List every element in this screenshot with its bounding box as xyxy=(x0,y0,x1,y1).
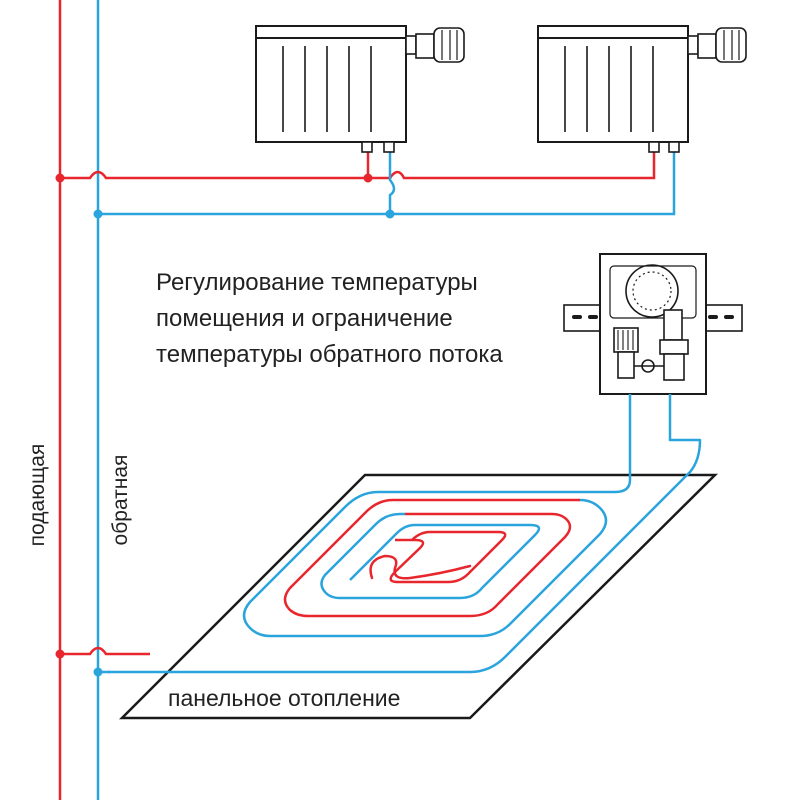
radiator-icon xyxy=(537,25,689,143)
floor-arrow-blue-left xyxy=(289,559,311,586)
floor-loop-return-outer xyxy=(108,420,702,674)
floor-heating-panel xyxy=(108,420,719,720)
thermostatic-valve-icon xyxy=(405,27,465,63)
thermostatic-valve-icon xyxy=(687,27,747,63)
floor-panel-outline xyxy=(118,473,719,720)
return-riser-label: обратная xyxy=(109,454,132,546)
control-caption: Регулирование температуры помещения и ог… xyxy=(156,269,503,368)
floor-loop-red-core xyxy=(369,554,472,580)
floor-loop-supply-outer xyxy=(242,420,632,638)
floor-arrow-blue-right xyxy=(579,565,599,591)
radiator-return-branch xyxy=(93,150,676,219)
supply-riser-label: подающая xyxy=(26,443,49,547)
radiator-icon xyxy=(255,25,407,143)
floor-loop-red-inner xyxy=(389,530,507,584)
floor-arrow-red-right xyxy=(544,576,561,601)
floor-return-branch xyxy=(93,667,110,677)
floor-loop-blue-inner xyxy=(320,512,541,600)
floor-supply-branch xyxy=(55,646,150,659)
floor-loop-red-mid xyxy=(283,498,580,618)
radiator-supply-branch xyxy=(55,150,656,183)
unit-dial xyxy=(625,264,679,318)
radiator-2 xyxy=(537,25,747,153)
control-unit-icon xyxy=(563,253,743,395)
radiator-1 xyxy=(255,25,465,153)
floor-heating-label: панельное отопление xyxy=(168,685,401,711)
control-unit-outlet-pipes xyxy=(628,394,672,452)
